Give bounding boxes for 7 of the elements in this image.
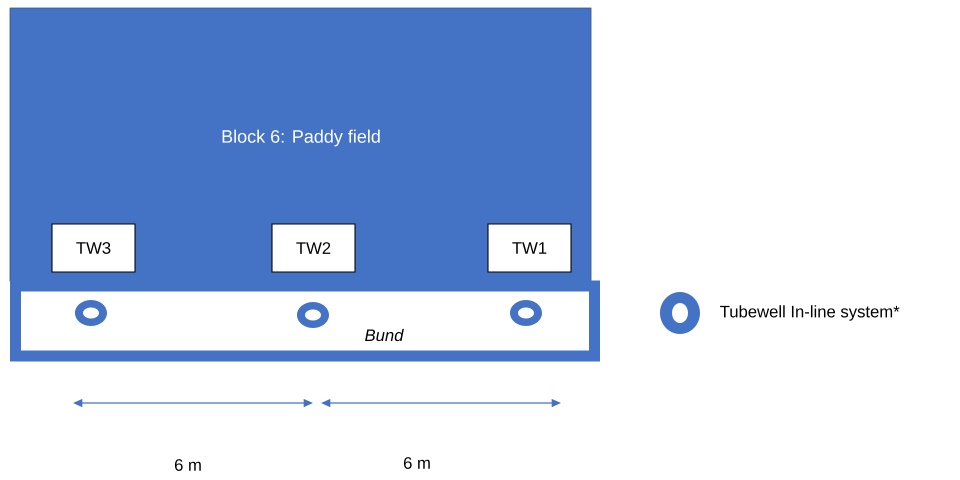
bund: Bund — [10, 280, 600, 362]
tubewell-label-box: TW1 — [487, 223, 572, 273]
tubewell-label-box: TW2 — [271, 223, 356, 273]
legend-text: Tubewell In-line system* — [720, 305, 900, 321]
dimension-label: 6 m — [174, 459, 201, 471]
tubewell-label-box: TW3 — [51, 223, 136, 273]
dimension-label: 6 m — [404, 457, 430, 469]
